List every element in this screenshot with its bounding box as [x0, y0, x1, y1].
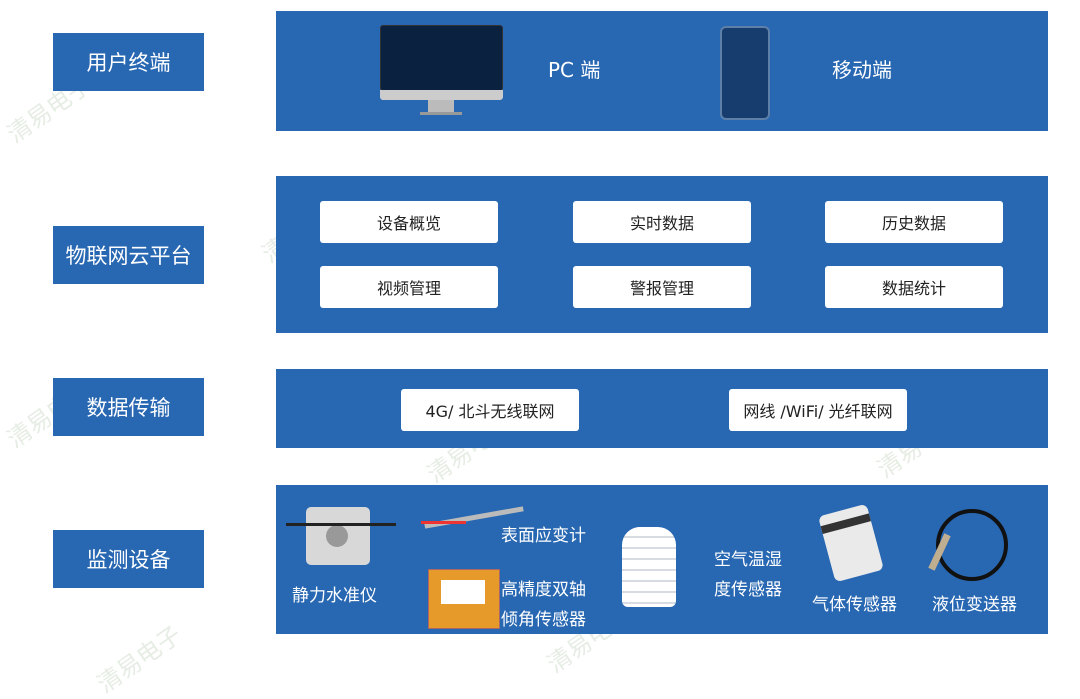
data-statistics-button[interactable]: 数据统计 — [825, 266, 1003, 308]
realtime-data-button[interactable]: 实时数据 — [573, 201, 751, 243]
static-level-image — [306, 507, 370, 565]
mobile-terminal-label: 移动端 — [832, 58, 892, 82]
watermark: 清易电子 — [92, 620, 187, 699]
layer-label-transmission: 数据传输 — [53, 378, 204, 436]
layer-label-iot-platform: 物联网云平台 — [53, 226, 204, 284]
air-sensor-label-line1: 空气温湿 — [714, 550, 782, 570]
video-management-button[interactable]: 视频管理 — [320, 266, 498, 308]
terminal-panel: PC 端 移动端 — [276, 11, 1048, 131]
history-data-button[interactable]: 历史数据 — [825, 201, 1003, 243]
tilt-sensor-image — [428, 569, 500, 629]
layer-label-devices: 监测设备 — [53, 530, 204, 588]
liquid-level-label: 液位变送器 — [932, 595, 1017, 615]
static-level-label: 静力水准仪 — [292, 586, 377, 606]
air-sensor-label-line2: 度传感器 — [714, 580, 782, 600]
pc-terminal-label: PC 端 — [548, 58, 601, 82]
devices-panel: 静力水准仪 表面应变计 高精度双轴 倾角传感器 空气温湿 度传感器 气体传感器 … — [276, 485, 1048, 634]
tilt-sensor-label-line2: 倾角传感器 — [501, 610, 586, 630]
gas-sensor-image — [818, 503, 884, 583]
wireless-network-item: 4G/ 北斗无线联网 — [401, 389, 579, 431]
phone-icon — [720, 26, 770, 120]
layer-label-user-terminal: 用户终端 — [53, 33, 204, 91]
device-overview-button[interactable]: 设备概览 — [320, 201, 498, 243]
air-sensor-image — [622, 527, 676, 607]
platform-panel — [276, 176, 1048, 333]
alarm-management-button[interactable]: 警报管理 — [573, 266, 751, 308]
gas-sensor-label: 气体传感器 — [812, 595, 897, 615]
strain-gauge-label: 表面应变计 — [501, 526, 586, 546]
monitor-icon — [380, 25, 503, 115]
wired-network-item: 网线 /WiFi/ 光纤联网 — [729, 389, 907, 431]
tilt-sensor-label-line1: 高精度双轴 — [501, 580, 586, 600]
liquid-level-image — [936, 509, 1008, 581]
transmission-panel — [276, 369, 1048, 448]
